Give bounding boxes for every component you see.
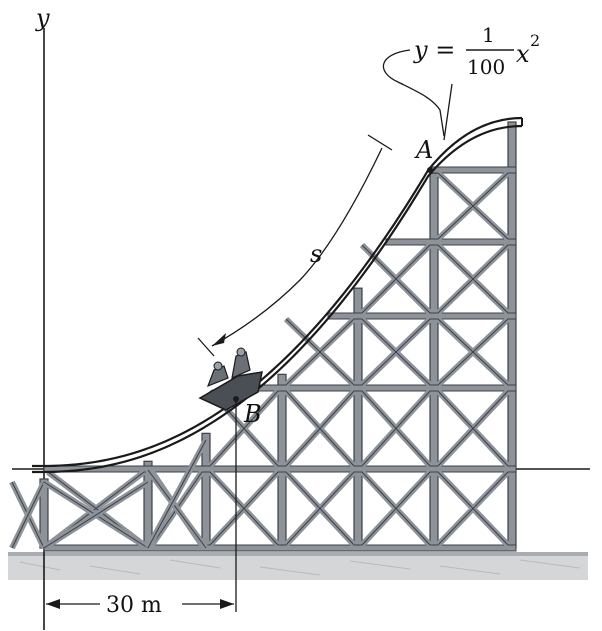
horizontal-dimension: 30 m	[46, 593, 234, 618]
truss-column	[429, 172, 439, 549]
truss-brace-edge	[437, 244, 509, 314]
equation-leader	[382, 49, 445, 137]
truss-brace-edge	[209, 390, 279, 467]
truss-brace-edge	[437, 172, 509, 240]
equation-lhs: y =	[413, 36, 455, 64]
truss-column	[353, 287, 363, 549]
equation-numerator: 1	[482, 23, 495, 47]
truss-brace-edge	[285, 390, 355, 467]
point-b-label: B	[243, 400, 262, 428]
truss-brace-edge	[437, 318, 509, 386]
truss-beam	[255, 384, 517, 392]
truss-beam	[429, 166, 517, 174]
truss-brace-edge	[361, 318, 431, 386]
arc-length-indicator	[197, 134, 393, 357]
dimension-arrow-left	[46, 599, 60, 609]
coaster-car	[198, 347, 263, 411]
dimension-arrow-right	[220, 599, 234, 609]
truss-brace-edge	[361, 390, 431, 467]
y-axis-label: y	[35, 4, 50, 32]
arc-length-label: s	[310, 240, 322, 268]
truss-brace-edge	[209, 471, 279, 546]
dimension-label: 30 m	[106, 593, 162, 618]
support-truss	[9, 121, 517, 552]
truss-brace-edge	[285, 471, 355, 546]
truss-brace-edge	[43, 481, 149, 549]
truss-brace-edge	[285, 318, 355, 386]
truss-brace-edge	[437, 390, 509, 467]
equation-denominator: 100	[467, 55, 505, 79]
truss-column	[507, 121, 517, 549]
truss-brace-edge	[147, 439, 207, 549]
truss-brace-edge	[437, 471, 509, 546]
truss-beam	[327, 312, 517, 320]
equation-exponent: 2	[530, 31, 540, 50]
truss-brace-edge	[147, 469, 207, 549]
arc-length-arrowhead	[212, 333, 226, 346]
truss-beam	[43, 544, 517, 552]
ground	[8, 552, 588, 580]
truss-column	[277, 373, 287, 549]
point-a-label: A	[414, 136, 433, 164]
curve-equation: y = 1 100 x 2	[413, 23, 540, 79]
equation-variable: x	[516, 40, 530, 68]
truss-brace-edge	[361, 471, 431, 546]
truss-beam	[43, 465, 517, 473]
truss-brace-edge	[361, 244, 431, 314]
point-a-marker	[427, 167, 433, 173]
truss-beam	[385, 238, 517, 246]
truss-brace-edge	[11, 481, 45, 549]
